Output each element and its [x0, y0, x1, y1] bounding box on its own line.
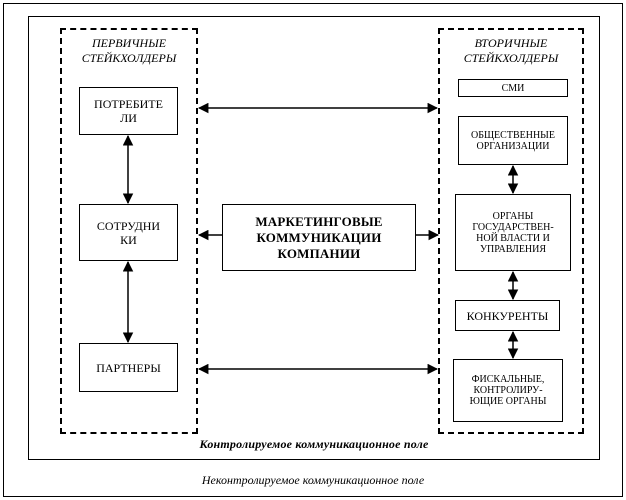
employees-label-line2: КИ	[120, 232, 137, 247]
center-label-line2: КОММУНИКАЦИИ	[256, 229, 382, 245]
secondary-title-line1: ВТОРИЧНЫЕ	[474, 36, 548, 50]
media-box: СМИ	[458, 79, 568, 97]
controlled-field-frame	[28, 16, 600, 460]
consumers-label-line1: ПОТРЕБИТЕ	[94, 97, 163, 111]
primary-title-line2: СТЕЙКХОЛДЕРЫ	[81, 51, 177, 65]
competitors-box: КОНКУРЕНТЫ	[455, 300, 560, 331]
gov-line3: НОЙ ВЛАСТИ И	[476, 232, 550, 244]
uncontrolled-field-caption: Неконтролируемое коммуникационное поле	[201, 473, 425, 487]
fiscal-bodies-box: ФИСКАЛЬНЫЕ, КОНТРОЛИРУ- ЮЩИЕ ОРГАНЫ	[453, 359, 563, 422]
gov-line2: ГОСУДАРСТВЕН-	[472, 221, 554, 233]
public-orgs-line2: ОРГАНИЗАЦИИ	[476, 140, 550, 152]
center-label-line3: КОМПАНИИ	[277, 245, 361, 261]
gov-line1: ОРГАНЫ	[492, 210, 534, 222]
fiscal-line1: ФИСКАЛЬНЫЕ,	[471, 374, 545, 385]
secondary-title-line2: СТЕЙКХОЛДЕРЫ	[463, 51, 559, 65]
marketing-communications-box: МАРКЕТИНГОВЫЕ КОММУНИКАЦИИ КОМПАНИИ	[222, 204, 416, 271]
primary-stakeholders-group	[60, 28, 198, 434]
fiscal-line2: КОНТРОЛИРУ-	[473, 385, 543, 396]
fiscal-line3: ЮЩИЕ ОРГАНЫ	[469, 396, 547, 407]
uncontrolled-field-frame	[3, 3, 623, 497]
consumers-label-line2: ЛИ	[120, 111, 137, 125]
primary-stakeholders-title: ПЕРВИЧНЫЕ СТЕЙКХОЛДЕРЫ	[62, 36, 196, 66]
gov-line4: УПРАВЛЕНИЯ	[479, 243, 547, 255]
center-label-line1: МАРКЕТИНГОВЫЕ	[255, 213, 383, 229]
competitors-label: КОНКУРЕНТЫ	[466, 308, 549, 323]
secondary-stakeholders-title: ВТОРИЧНЫЕ СТЕЙКХОЛДЕРЫ	[440, 36, 582, 66]
employees-label-line1: СОТРУДНИ	[96, 218, 161, 233]
consumers-box: ПОТРЕБИТЕ ЛИ	[79, 87, 178, 135]
public-orgs-line1: ОБЩЕСТВЕННЫЕ	[471, 129, 555, 141]
partners-label: ПАРТНЕРЫ	[96, 360, 161, 375]
primary-title-line1: ПЕРВИЧНЫЕ	[91, 36, 167, 50]
partners-box: ПАРТНЕРЫ	[79, 343, 178, 392]
employees-box: СОТРУДНИ КИ	[79, 204, 178, 261]
public-organizations-box: ОБЩЕСТВЕННЫЕ ОРГАНИЗАЦИИ	[458, 116, 568, 165]
government-bodies-box: ОРГАНЫ ГОСУДАРСТВЕН- НОЙ ВЛАСТИ И УПРАВЛ…	[455, 194, 571, 271]
media-label: СМИ	[501, 82, 525, 94]
controlled-field-caption: Контролируемое коммуникационное поле	[199, 437, 429, 451]
